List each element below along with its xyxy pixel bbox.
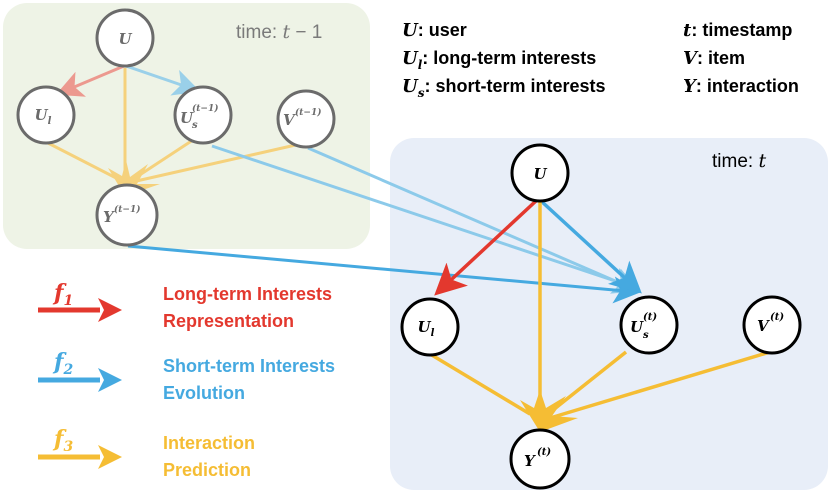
node-V: V (t) bbox=[742, 295, 802, 355]
edge-U-Ul bbox=[434, 198, 539, 296]
svg-text:Ul: Ul bbox=[418, 318, 435, 339]
cross-edge-Y-prev bbox=[127, 244, 641, 304]
svg-text:U: U bbox=[118, 30, 132, 48]
legend-f3-symbol: f3 bbox=[52, 426, 73, 455]
svg-text:Ul: Ul bbox=[35, 106, 52, 127]
cross-edge-V-prev bbox=[307, 146, 641, 294]
past-node-Y: Y (t−1) bbox=[95, 183, 159, 247]
edge-U-Us bbox=[538, 198, 642, 294]
svg-text:(t): (t) bbox=[770, 312, 784, 323]
legend-f2-line1: Short-term Interests bbox=[163, 356, 335, 376]
node-Us: U (t) s bbox=[619, 295, 679, 355]
legend-f3-line1: Interaction bbox=[163, 433, 255, 453]
legend-f3: f3 Interaction Prediction bbox=[38, 426, 255, 480]
svg-text:(t): (t) bbox=[643, 312, 657, 323]
edge-Ul-Y bbox=[429, 352, 531, 416]
legend-f1-symbol: f1 bbox=[52, 280, 73, 309]
svg-text:Y: Y bbox=[103, 208, 115, 226]
past-node-Ul: Ul bbox=[16, 85, 76, 145]
past-node-Us: U (t−1) s bbox=[173, 85, 233, 145]
legend-f1-line1: Long-term Interests bbox=[163, 284, 332, 304]
legend-f1: f1 Long-term Interests Representation bbox=[38, 280, 332, 331]
node-Ul: Ul bbox=[400, 297, 460, 357]
past-edge-V-Y bbox=[131, 142, 301, 184]
legend-f1-line2: Representation bbox=[163, 311, 294, 331]
svg-text:(t−1): (t−1) bbox=[114, 204, 140, 215]
legend-f3-line2: Prediction bbox=[163, 460, 251, 480]
svg-text:U: U bbox=[180, 109, 194, 127]
past-edge-Ul-Y bbox=[45, 140, 121, 182]
svg-text:(t−1): (t−1) bbox=[295, 107, 321, 118]
key-short-term: Us: short-term interests bbox=[402, 76, 606, 100]
legend-f2: f2 Short-term Interests Evolution bbox=[38, 349, 335, 403]
svg-text:V: V bbox=[283, 111, 296, 129]
svg-text:Y: Y bbox=[524, 452, 536, 470]
past-node-U: U bbox=[95, 8, 155, 68]
legend-f2-line2: Evolution bbox=[163, 383, 245, 403]
prediction-burst-icon bbox=[520, 390, 578, 432]
key-timestamp: t: timestamp bbox=[683, 20, 792, 41]
svg-text:U: U bbox=[533, 165, 547, 183]
svg-text:(t): (t) bbox=[537, 447, 551, 458]
edge-V-Y bbox=[549, 350, 771, 420]
notation-key: U: user Ul: long-term interests Us: shor… bbox=[402, 20, 799, 100]
svg-text:(t−1): (t−1) bbox=[192, 103, 218, 114]
past-node-V: V (t−1) bbox=[276, 89, 336, 149]
edge-Us-Y bbox=[546, 350, 628, 416]
key-user: U: user bbox=[402, 20, 467, 41]
key-item: V: item bbox=[683, 48, 745, 69]
current-time-label: time: t bbox=[712, 150, 766, 172]
past-edge-U-Ul bbox=[55, 64, 125, 97]
svg-text:s: s bbox=[643, 330, 649, 341]
past-time-label: time: t − 1 bbox=[236, 21, 322, 43]
past-edge-U-Us bbox=[125, 64, 201, 96]
svg-text:U: U bbox=[630, 318, 644, 336]
key-interaction: Y: interaction bbox=[683, 76, 799, 97]
node-Y: Y (t) bbox=[509, 428, 571, 490]
current-time-panel bbox=[390, 138, 828, 490]
svg-text:V: V bbox=[757, 317, 770, 335]
svg-text:s: s bbox=[192, 120, 198, 131]
node-U: U bbox=[510, 143, 570, 203]
cross-edge-Us-prev bbox=[211, 144, 641, 294]
key-long-term: Ul: long-term interests bbox=[402, 48, 596, 72]
legend-f2-symbol: f2 bbox=[52, 349, 73, 378]
